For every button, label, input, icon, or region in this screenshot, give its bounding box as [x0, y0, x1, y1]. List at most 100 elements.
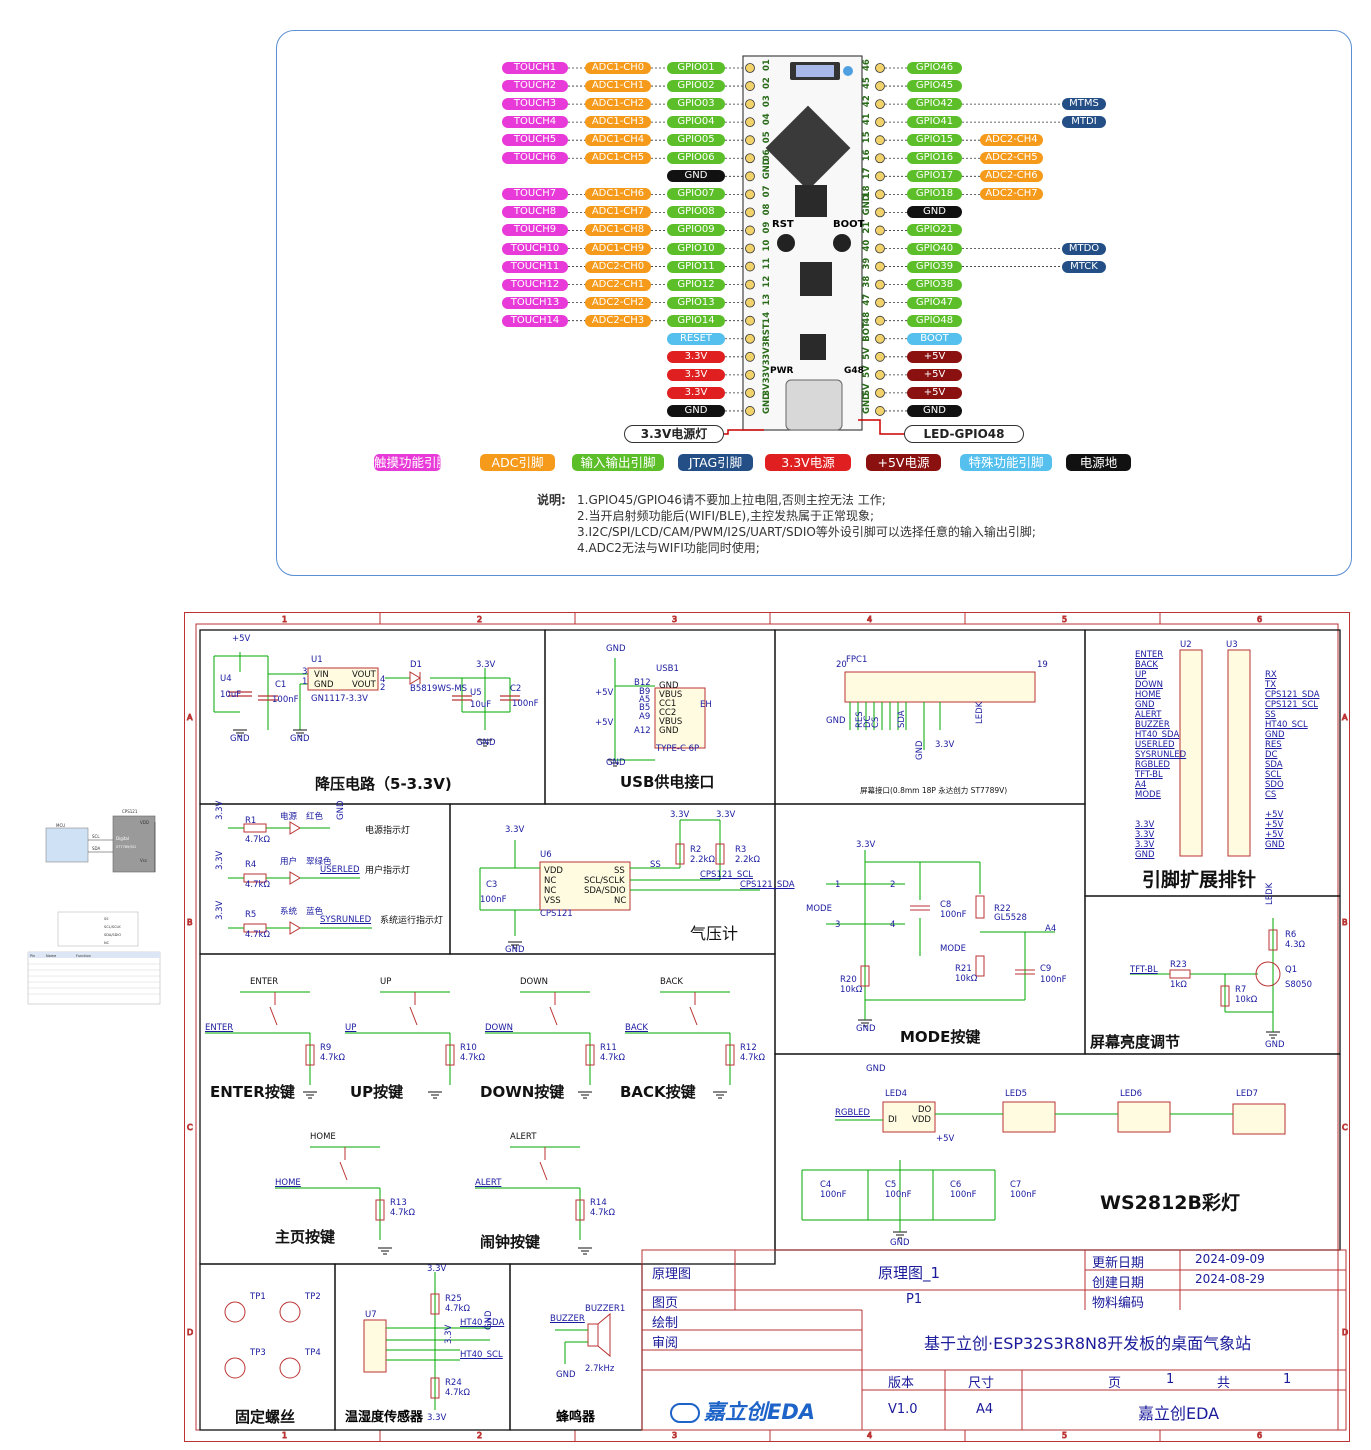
usb-label: VBUS	[659, 690, 683, 700]
screen-label: 3.3V	[935, 740, 955, 750]
usb-label: CC1	[659, 699, 677, 709]
title-humid: 温湿度传感器	[345, 1410, 424, 1425]
pin-number-label: 40	[862, 240, 872, 252]
usb-label: USB1	[656, 664, 679, 674]
pin-hole-icon	[745, 225, 755, 236]
screen-label: CS	[871, 716, 881, 728]
pin-touch-label: TOUCH4	[502, 116, 568, 129]
pin-hole-icon	[745, 387, 755, 398]
box-ws2812	[774, 1053, 1341, 1251]
u2-label: U2	[1180, 640, 1192, 650]
pin-number-label: 09	[762, 222, 772, 234]
box-leds	[199, 803, 451, 955]
pin-touch-label: TOUCH12	[502, 278, 568, 291]
u2-net-label: GND	[1135, 700, 1155, 710]
pin-adc-label: ADC2-CH7	[980, 188, 1043, 201]
u2-net-label: HOME	[1135, 690, 1161, 700]
ws-cap-label: C6	[950, 1180, 962, 1190]
pin-number-label: 15	[862, 131, 872, 143]
tb-size-label: 尺寸	[968, 1376, 995, 1391]
usb-label: TYPE-C 6P	[656, 744, 700, 754]
logo-icon	[843, 66, 853, 76]
tb-r1-value: 原理图_1	[878, 1264, 941, 1282]
key-switch-label: BACK	[660, 977, 684, 987]
buck-label: GN1117-3.3V	[311, 694, 368, 704]
u3-net-label: DC	[1265, 750, 1278, 760]
pin-adc-label: ADC1-CH9	[585, 242, 651, 255]
ws-cap-value: 100nF	[885, 1190, 912, 1200]
legend-item: 输入输出引脚	[572, 454, 664, 471]
pin-number-label: 14	[762, 312, 772, 324]
buck-label: VOUT	[352, 670, 376, 680]
buck-label: 3	[302, 667, 308, 677]
usb-label: GND	[606, 644, 626, 654]
screen-label: 19	[1037, 660, 1048, 670]
rst-label: RST	[772, 219, 794, 230]
key-net-label: BACK	[625, 1023, 649, 1033]
u2-net-label: TFT-BL	[1135, 770, 1163, 780]
pin-gpio-label: GPIO45	[907, 80, 962, 93]
humid-label: GND	[484, 1310, 494, 1331]
u2-net-label: RGBLED	[1135, 760, 1170, 770]
ldo-chip-icon	[800, 334, 826, 360]
frame-col-label: 6	[1257, 1431, 1262, 1440]
pin-gpio-label: GPIO12	[667, 278, 725, 291]
thumb-cps121: CPS121	[122, 809, 138, 814]
key-res-value: 4.7kΩ	[590, 1208, 615, 1218]
backlight-label: R23	[1170, 960, 1187, 970]
tb-r1-label: 原理图	[652, 1267, 692, 1282]
pinout-graphics: 010203040506GND0708091011121314RST3V33V3…	[568, 55, 1062, 435]
usb-c-connector-icon	[785, 379, 843, 431]
pin-touch-label: TOUCH9	[502, 224, 568, 237]
mode-label: 100nF	[1040, 975, 1067, 985]
u2-net-label: SYSRUNLED	[1135, 750, 1187, 760]
pin-hole-icon	[875, 207, 885, 218]
buck-label: +5V	[232, 634, 251, 644]
buck-label: C2	[510, 684, 522, 694]
ws-label: GND	[866, 1064, 886, 1074]
pin-gpio-label: GPIO08	[667, 206, 725, 219]
pin-number-label: GND	[862, 194, 872, 215]
usb-label: A12	[634, 726, 651, 736]
ws-label: DO	[918, 1105, 932, 1115]
pin-number-label: 05	[762, 131, 772, 143]
ws-label: GND	[890, 1238, 910, 1248]
mode-label: 1	[835, 880, 841, 890]
thumb-scl: SCL	[92, 834, 100, 839]
pin-touch-label: TOUCH8	[502, 206, 568, 219]
backlight-label: 10kΩ	[1235, 995, 1258, 1005]
frame-col-label: 5	[1062, 615, 1067, 624]
usb-label: B5	[639, 703, 651, 713]
label-power-led: 电源指示灯	[365, 826, 411, 836]
thumb-vdd: VDD	[140, 820, 149, 825]
pin-hole-icon	[745, 279, 755, 290]
key-switch-label: ALERT	[510, 1132, 537, 1142]
pin-number-label: 04	[762, 113, 772, 125]
pin-hole-icon	[875, 261, 885, 272]
baro-label: R3	[735, 845, 747, 855]
pin-hole-icon	[875, 225, 885, 236]
legend-item: 触摸功能引脚	[374, 454, 450, 471]
tp-label: TP3	[250, 1348, 266, 1358]
title-key-down: DOWN按键	[480, 1083, 565, 1101]
pin-touch-label: TOUCH7	[502, 188, 568, 201]
pin-number-label: 41	[862, 113, 872, 125]
humid-label: R24	[445, 1378, 462, 1388]
humid-label: R25	[445, 1294, 462, 1304]
pin-hole-icon	[745, 207, 755, 218]
tb-page-num: 1	[1166, 1372, 1175, 1387]
frame-row-label: B	[187, 918, 193, 927]
frame-row-label: C	[1342, 1123, 1348, 1132]
key-res-label: R9	[320, 1043, 332, 1053]
u2-net-label: A4	[1135, 780, 1147, 790]
u3-net-label: SS	[1265, 710, 1276, 720]
frame-row-label: D	[187, 1328, 193, 1337]
mode-label: 4	[890, 920, 896, 930]
legend-item: +5V电源	[866, 454, 941, 471]
buck-label: U5	[470, 688, 482, 698]
ws-label: +5V	[936, 1134, 955, 1144]
u2-net-label: DOWN	[1135, 680, 1163, 690]
pin-hole-icon	[875, 315, 885, 326]
ws-cap-value: 100nF	[820, 1190, 847, 1200]
pin-number-label: 18	[862, 185, 872, 197]
